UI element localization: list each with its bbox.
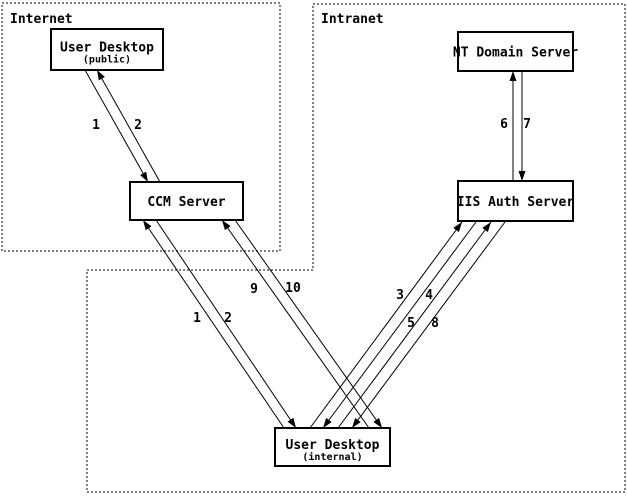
edge-9: 9 bbox=[221, 219, 370, 429]
zone-intranet-border bbox=[86, 3, 626, 493]
edge-9-label: 9 bbox=[250, 282, 258, 297]
edge-3-label: 3 bbox=[396, 288, 404, 303]
edge-1-public-label: 1 bbox=[92, 118, 100, 133]
node-ccm-server-box bbox=[129, 181, 244, 221]
node-user-desktop-internal-label: User Desktop bbox=[286, 438, 380, 453]
edge-10: 10 bbox=[234, 219, 383, 429]
edge-2-internal: 2 bbox=[155, 219, 297, 429]
edge-4-label: 4 bbox=[425, 288, 433, 303]
node-nt-domain-server-box bbox=[457, 31, 574, 72]
edge-3: 3 bbox=[309, 221, 463, 429]
node-user-desktop-public: User Desktop(public) bbox=[50, 28, 164, 71]
zone-internet-border bbox=[1, 2, 281, 252]
node-user-desktop-internal: User Desktop(internal) bbox=[274, 427, 391, 467]
node-user-desktop-internal-sublabel: (internal) bbox=[302, 451, 362, 463]
edge-8: 8 bbox=[351, 221, 506, 429]
zone-intranet-label: Intranet bbox=[321, 12, 384, 27]
edge-5-label: 5 bbox=[407, 316, 415, 331]
edge-10-label: 10 bbox=[285, 281, 301, 296]
edge-2-internal-label: 2 bbox=[224, 311, 232, 326]
edge-6-label: 6 bbox=[500, 117, 508, 132]
node-iis-auth-server-box bbox=[457, 180, 574, 222]
edge-2-public: 2 bbox=[96, 69, 161, 183]
edge-9-line bbox=[221, 219, 370, 429]
edge-2-public-line bbox=[96, 69, 161, 183]
edge-5-line bbox=[337, 221, 492, 429]
edge-4: 4 bbox=[322, 221, 477, 429]
node-user-desktop-internal-box bbox=[274, 427, 391, 467]
zone-internet-label: Internet bbox=[10, 12, 73, 27]
zone-intranet: Intranet bbox=[86, 3, 626, 493]
node-iis-auth-server: IIS Auth Server bbox=[457, 180, 575, 222]
node-user-desktop-public-sublabel: (public) bbox=[83, 54, 131, 66]
edge-1-internal-label: 1 bbox=[193, 311, 201, 326]
edge-5: 5 bbox=[337, 221, 492, 429]
edge-1-public: 1 bbox=[84, 69, 149, 183]
edge-1-public-line bbox=[84, 69, 149, 183]
zone-internet: Internet bbox=[1, 2, 281, 252]
edge-8-line bbox=[351, 221, 506, 429]
edge-7: 7 bbox=[518, 71, 531, 181]
edge-7-label: 7 bbox=[523, 117, 531, 132]
node-ccm-server-label: CCM Server bbox=[147, 195, 225, 210]
edge-1-internal-line bbox=[142, 219, 285, 429]
node-ccm-server: CCM Server bbox=[129, 181, 244, 221]
edge-8-label: 8 bbox=[431, 316, 439, 331]
node-nt-domain-server-label: NT Domain Server bbox=[453, 46, 578, 61]
node-user-desktop-public-box bbox=[50, 28, 164, 71]
edge-1-internal: 1 bbox=[142, 219, 285, 429]
edge-2-internal-line bbox=[155, 219, 297, 429]
node-nt-domain-server: NT Domain Server bbox=[453, 31, 578, 72]
edge-2-public-label: 2 bbox=[134, 118, 142, 133]
node-user-desktop-public-label: User Desktop bbox=[60, 41, 154, 56]
node-iis-auth-server-label: IIS Auth Server bbox=[457, 195, 575, 210]
edge-6: 6 bbox=[500, 71, 517, 181]
edge-4-line bbox=[322, 221, 477, 429]
edge-3-line bbox=[309, 221, 463, 429]
edge-10-line bbox=[234, 219, 383, 429]
